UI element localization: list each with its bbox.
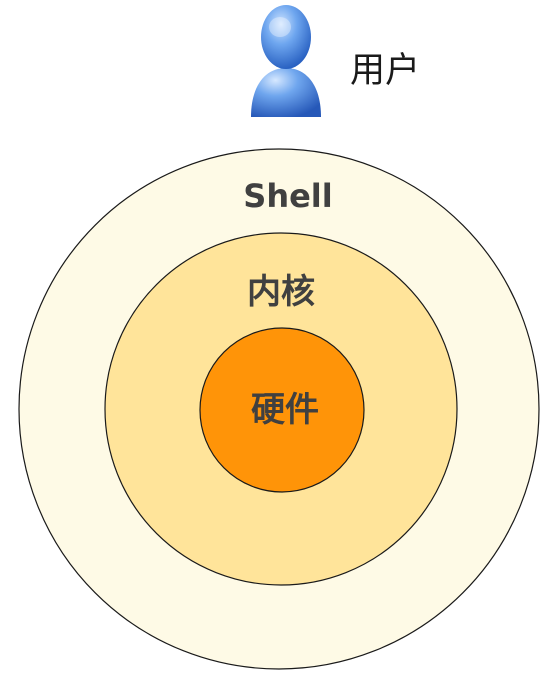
shell-label: Shell [243,177,332,215]
hardware-layer [199,327,365,493]
user-icon [251,5,321,117]
user-label: 用户 [350,51,420,91]
kernel-label: 内核 [247,272,315,312]
hardware-label: 硬件 [251,390,319,430]
